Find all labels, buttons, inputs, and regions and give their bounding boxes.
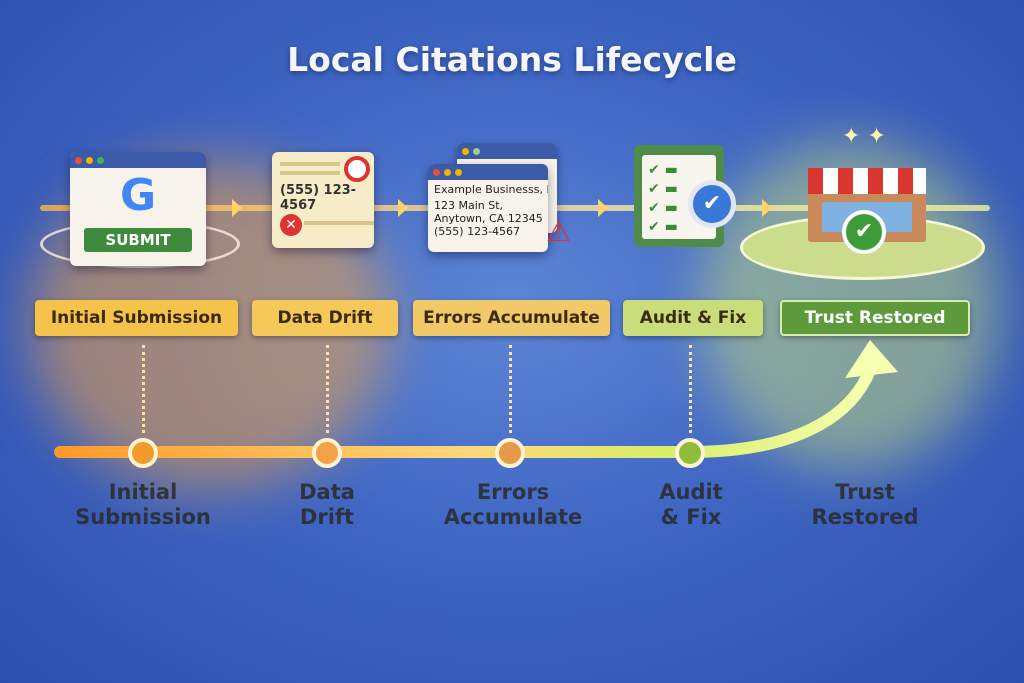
clock-icon — [344, 156, 370, 182]
timeline-node — [675, 438, 705, 468]
magnifier-check-icon: ✔ — [688, 180, 736, 228]
window-bar — [70, 152, 206, 168]
dotted-connector — [689, 345, 692, 433]
dotted-connector — [142, 345, 145, 433]
business-name: Example Businesss, Inc — [434, 183, 548, 196]
check-badge-icon: ✔ — [842, 210, 886, 254]
dotted-connector — [326, 345, 329, 433]
city: Anytown, CA 12345 — [434, 212, 543, 225]
error-x-icon: ✕ — [280, 214, 302, 236]
storefront-icon — [808, 168, 926, 242]
sparkle-icon: ✦ ✦ — [842, 124, 886, 149]
stage-pill-audit-fix: Audit & Fix — [623, 300, 763, 336]
phone: (555) 123-4567 — [434, 225, 521, 238]
timeline-node — [312, 438, 342, 468]
street: 123 Main St, — [434, 199, 504, 212]
arrow-icon — [232, 199, 242, 217]
arrow-icon — [762, 199, 772, 217]
stage-pill-trust-restored: Trust Restored — [780, 300, 970, 336]
arrow-icon — [398, 199, 408, 217]
errors-card: Example Businesss, Inc 123 Main St, Anyt… — [428, 164, 548, 252]
arrow-icon — [598, 199, 608, 217]
timeline-node — [495, 438, 525, 468]
stage-pill-errors-accumulate: Errors Accumulate — [413, 300, 610, 336]
dotted-connector — [509, 345, 512, 433]
timeline-label: Audit& Fix — [659, 480, 723, 529]
timeline-node — [128, 438, 158, 468]
submit-button[interactable]: SUBMIT — [84, 228, 192, 252]
stage-pill-data-drift: Data Drift — [252, 300, 398, 336]
page-title: Local Citations Lifecycle — [287, 40, 737, 79]
stage-pill-initial-submission: Initial Submission — [35, 300, 238, 336]
phone-number: (555) 123-4567 — [280, 183, 357, 213]
warning-icon: ⚠ — [546, 215, 572, 248]
google-logo-icon: G — [119, 170, 157, 221]
submission-card: G SUBMIT — [70, 152, 206, 266]
